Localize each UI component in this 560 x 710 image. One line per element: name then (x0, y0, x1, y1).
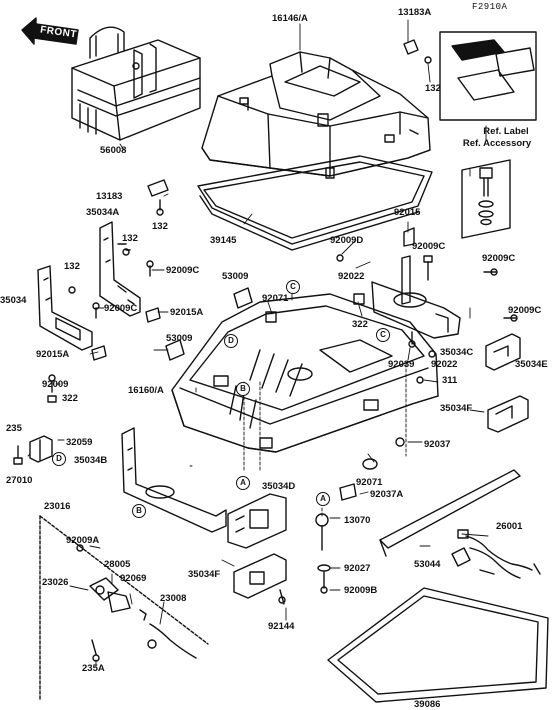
label-kit-drawing (439, 31, 537, 121)
part-label-28005: 28005 (104, 559, 131, 570)
part-label-26001: 26001 (496, 521, 523, 532)
part-label-92009c-d: 92009C (104, 303, 138, 314)
figure-code: F2910A (472, 2, 508, 12)
case-body-drawing (171, 293, 439, 453)
part-label-311: 311 (442, 375, 458, 386)
part-label-92144: 92144 (268, 621, 295, 632)
part-label-39145: 39145 (210, 235, 237, 246)
ref-accessory-text: Ref. Accessory (462, 138, 532, 149)
part-label-92015a: 92015A (170, 307, 204, 318)
stay-bar-drawing (379, 469, 521, 557)
seal-gasket-drawing (197, 155, 433, 251)
part-label-35034a: 35034A (86, 207, 120, 218)
bracket-35034b-drawing (121, 427, 227, 533)
part-label-35034b: 35034B (74, 455, 108, 466)
part-label-92009d: 92009D (330, 235, 364, 246)
part-label-235: 235 (6, 423, 22, 434)
part-label-92071-a: 92071 (262, 293, 289, 304)
part-label-92009c-b: 92009C (482, 253, 516, 264)
bracket-35034c-drawing (371, 255, 461, 339)
part-label-132-bracket-a: 132 (122, 233, 138, 244)
part-label-92009b: 92009B (344, 585, 378, 596)
marker-d-mid: D (224, 334, 238, 348)
part-label-13183: 13183 (96, 191, 123, 202)
part-label-92009c-e: 92009C (508, 305, 542, 316)
accessory-bolt-drawing (461, 159, 511, 239)
part-label-23008: 23008 (160, 593, 187, 604)
part-label-53009-b: 53009 (166, 333, 193, 344)
part-label-13183a: 13183A (398, 7, 432, 18)
fasteners-drawing (68, 39, 518, 605)
part-label-35034d: 35034D (262, 481, 296, 492)
marker-c-right: C (376, 328, 390, 342)
part-label-132-latch: 132 (152, 221, 168, 232)
lid-drawing (201, 51, 431, 179)
part-label-92009c-c: 92009C (166, 265, 200, 276)
part-label-92039: 92039 (388, 359, 415, 370)
part-label-92022-b: 92022 (431, 359, 458, 370)
part-label-322-a: 322 (352, 319, 368, 330)
mat-drawing (327, 587, 549, 703)
part-label-35034f-a: 35034F (440, 403, 473, 414)
part-label-35034f-b: 35034F (188, 569, 221, 580)
part-label-16146a: 16146/A (272, 13, 308, 24)
part-label-13070: 13070 (344, 515, 371, 526)
bracket-35034d-drawing (227, 493, 287, 549)
part-label-39086: 39086 (414, 699, 441, 710)
bracket-35034a-drawing (99, 221, 141, 317)
bracket-35034f-lower-drawing (233, 553, 287, 599)
part-label-27010: 27010 (6, 475, 33, 486)
marker-a-mid: A (236, 476, 250, 490)
light-assembly-drawing (39, 515, 209, 701)
part-label-235a: 235A (82, 663, 105, 674)
marker-b-mid: B (236, 382, 250, 396)
part-label-35034e: 35034E (515, 359, 548, 370)
marker-d-left: D (52, 452, 66, 466)
ref-label-text: Ref. Label (483, 126, 529, 137)
part-label-56008: 56008 (100, 145, 127, 156)
part-label-92037: 92037 (424, 439, 451, 450)
part-label-132-bracket-b: 132 (64, 261, 80, 272)
part-label-322-b: 322 (62, 393, 78, 404)
marker-a-right: A (316, 492, 330, 506)
marker-b-left: B (132, 504, 146, 518)
part-label-23016: 23016 (44, 501, 71, 512)
part-label-53044: 53044 (414, 559, 441, 570)
part-label-32059: 32059 (66, 437, 93, 448)
part-label-92027: 92027 (344, 563, 371, 574)
hinge-32059-drawing (13, 374, 57, 465)
part-label-92015: 92015 (394, 207, 421, 218)
part-label-35034: 35034 (0, 295, 27, 306)
part-label-92009c-a: 92009C (412, 241, 446, 252)
part-label-16160a: 16160/A (128, 385, 164, 396)
part-label-92009a: 92009A (66, 535, 100, 546)
part-label-92015a-b: 92015A (36, 349, 70, 360)
part-label-35034c: 35034C (440, 347, 474, 358)
bracket-35034-drawing (37, 265, 93, 351)
part-label-23026: 23026 (42, 577, 69, 588)
part-label-92009: 92009 (42, 379, 69, 390)
front-arrow-icon (21, 17, 79, 45)
small-trunk-drawing (71, 26, 201, 141)
part-label-53009-a: 53009 (222, 271, 249, 282)
part-label-92071-b: 92071 (356, 477, 383, 488)
part-label-92037a: 92037A (370, 489, 404, 500)
part-label-92022-a: 92022 (338, 271, 365, 282)
marker-c-top: C (286, 280, 300, 294)
part-label-92069: 92069 (120, 573, 147, 584)
bracket-35034e-drawing (485, 333, 521, 371)
harness-drawing (451, 529, 541, 579)
part-label-132-lid: 132 (425, 83, 441, 94)
bracket-35034f-upper-drawing (487, 395, 529, 433)
leader-lines (27, 19, 489, 667)
